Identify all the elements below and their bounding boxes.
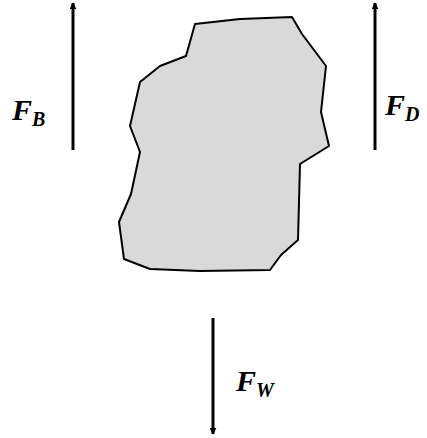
rock-shape [119,17,329,271]
force-label: FD [385,90,419,124]
drag-arrow [374,3,377,150]
weight-arrow [212,318,215,434]
buoyancy-arrow [72,3,75,150]
force-label: FW [236,366,274,400]
force-label: FB [12,95,45,129]
